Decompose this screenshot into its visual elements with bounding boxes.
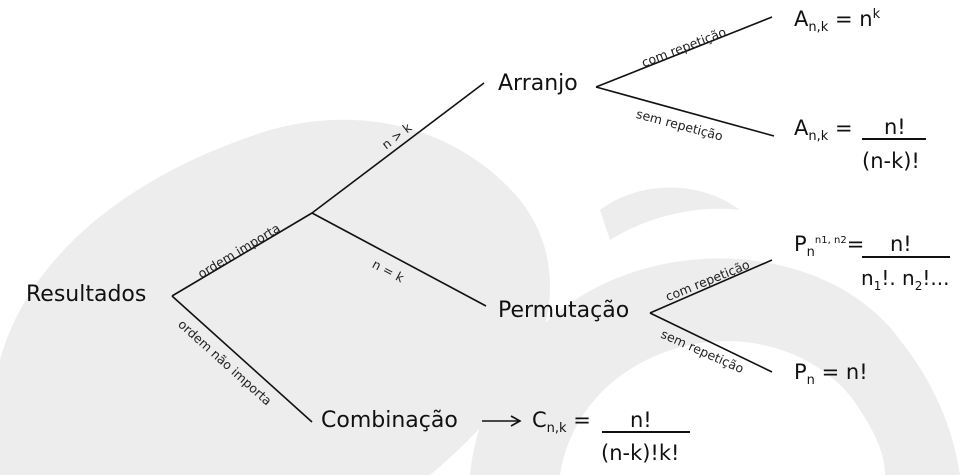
arrow-head: [510, 415, 522, 427]
formula-subscript: n: [806, 245, 815, 261]
fraction-denominator: n1!. n2!...: [861, 268, 949, 292]
formula-rhs: = n!: [821, 360, 868, 384]
fraction-numerator: n!: [884, 115, 906, 139]
formula-subscript: n,k: [546, 421, 567, 437]
formula-subscript: n,k: [808, 129, 829, 145]
node-combinacao: Combinação: [321, 408, 458, 433]
formula-perm-sem: Pn = n!: [794, 360, 868, 389]
formula-superscript: k: [872, 7, 881, 22]
formula-symbol: P: [794, 232, 807, 256]
node-permutacao: Permutação: [498, 298, 630, 323]
formula-rhs: =: [573, 408, 591, 432]
formula-arranjo-com: An,k = nk: [794, 8, 880, 34]
edge-root-to-combinacao: [171, 295, 313, 423]
fraction-denominator: (n-k)!: [862, 149, 920, 173]
formula-combinacao: Cn,k =: [532, 408, 591, 437]
denominator-part: !...: [922, 266, 950, 290]
fraction-bar: [602, 431, 690, 433]
watermark-inner-cut: [560, 341, 885, 475]
formula-perm-com: Pnn1, n2=: [794, 232, 865, 261]
denominator-part: n: [861, 266, 874, 290]
edge-permutacao-com: [649, 259, 773, 314]
node-arranjo: Arranjo: [498, 71, 578, 96]
formula-symbol: A: [794, 7, 809, 31]
edge-root-to-branch: [171, 212, 313, 297]
edge-branch-to-arranjo: [311, 82, 485, 214]
edge-arranjo-sem: [595, 86, 775, 137]
formula-symbol: P: [794, 360, 807, 384]
fraction-bar: [862, 138, 926, 140]
edge-arranjo-com: [595, 16, 773, 88]
watermark-arch: [600, 187, 740, 240]
fraction-numerator: n!: [630, 408, 652, 432]
edge-branch-to-permutacao: [311, 212, 487, 307]
formula-superscript: n1, n2: [814, 235, 847, 246]
formula-arranjo-sem: An,k =: [794, 116, 853, 145]
watermark-left-shape: [0, 119, 550, 475]
formula-subscript: n: [806, 373, 815, 389]
formula-symbol: A: [794, 116, 809, 140]
fraction-bar: [862, 256, 950, 258]
node-resultados: Resultados: [26, 282, 147, 307]
tree-edges: [171, 16, 775, 427]
fraction-denominator: (n-k)!k!: [601, 441, 680, 465]
edge-permutacao-sem: [649, 312, 773, 373]
formula-symbol: C: [532, 408, 547, 432]
fraction-numerator: n!: [890, 232, 912, 256]
formula-rhs: =: [846, 232, 865, 256]
denominator-subscript: 1: [873, 279, 882, 293]
denominator-part: !. n: [881, 266, 915, 290]
denominator-subscript: 2: [914, 279, 923, 293]
formula-rhs: = n: [834, 7, 873, 31]
formula-subscript: n,k: [808, 20, 829, 36]
formula-rhs: =: [834, 116, 853, 140]
